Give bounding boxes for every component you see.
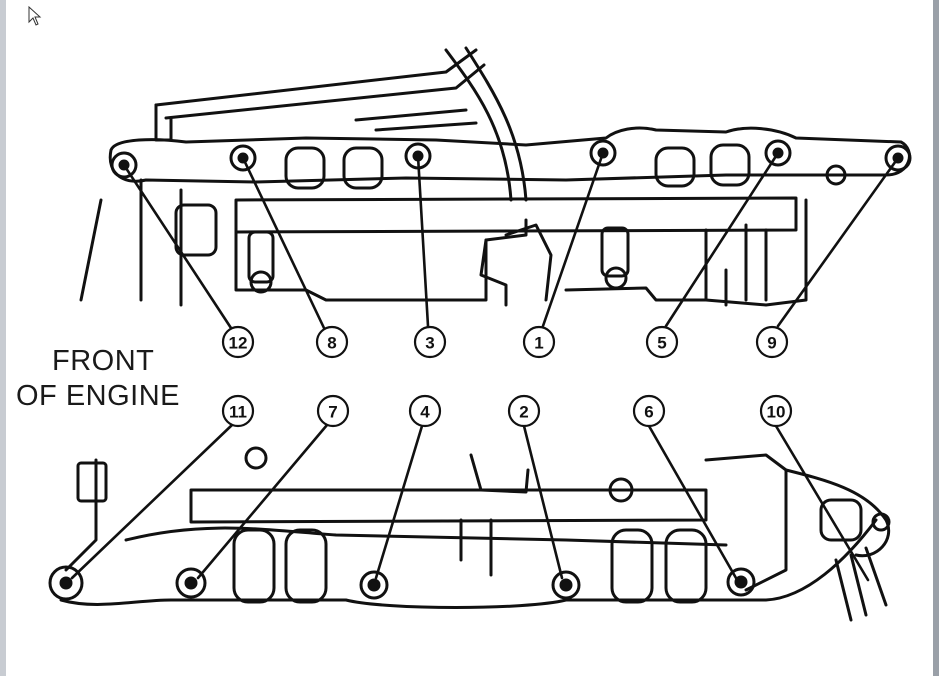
front-label-line1: FRONT [52, 345, 155, 377]
callout-3 [413, 325, 447, 359]
callout-5 [645, 325, 679, 359]
callout-10 [759, 394, 793, 428]
callout-1 [522, 325, 556, 359]
callout-label: 5 [657, 334, 666, 353]
callout-11 [221, 394, 255, 428]
callout-6 [632, 394, 666, 428]
callout-12 [221, 325, 255, 359]
callout-label: 3 [425, 334, 434, 353]
callout-circles [221, 325, 793, 428]
upper-manifold [79, 46, 912, 307]
mouse-pointer-icon [28, 6, 42, 26]
callout-label: 11 [229, 403, 247, 422]
front-label-line2: OF ENGINE [16, 380, 181, 412]
callout-label: 4 [420, 403, 430, 422]
callout-label: 12 [229, 334, 248, 353]
callout-7 [316, 394, 350, 428]
callout-2 [507, 394, 541, 428]
callout-label: 9 [767, 334, 776, 353]
callout-8 [315, 325, 349, 359]
callout-label: 7 [328, 403, 337, 422]
callout-9 [755, 325, 789, 359]
callout-label: 10 [767, 403, 786, 422]
leader-lines [70, 151, 900, 582]
callout-label: 2 [519, 403, 528, 422]
front-of-engine-label: FRONT OF ENGINE [16, 344, 216, 414]
lower-manifold [48, 446, 891, 622]
callout-4 [408, 394, 442, 428]
callout-label: 1 [534, 334, 543, 353]
intake-manifold-diagram: 12 8 3 1 5 9 11 7 4 2 6 10 [48, 46, 912, 622]
callout-label: 8 [327, 334, 336, 353]
callout-label: 6 [644, 403, 653, 422]
